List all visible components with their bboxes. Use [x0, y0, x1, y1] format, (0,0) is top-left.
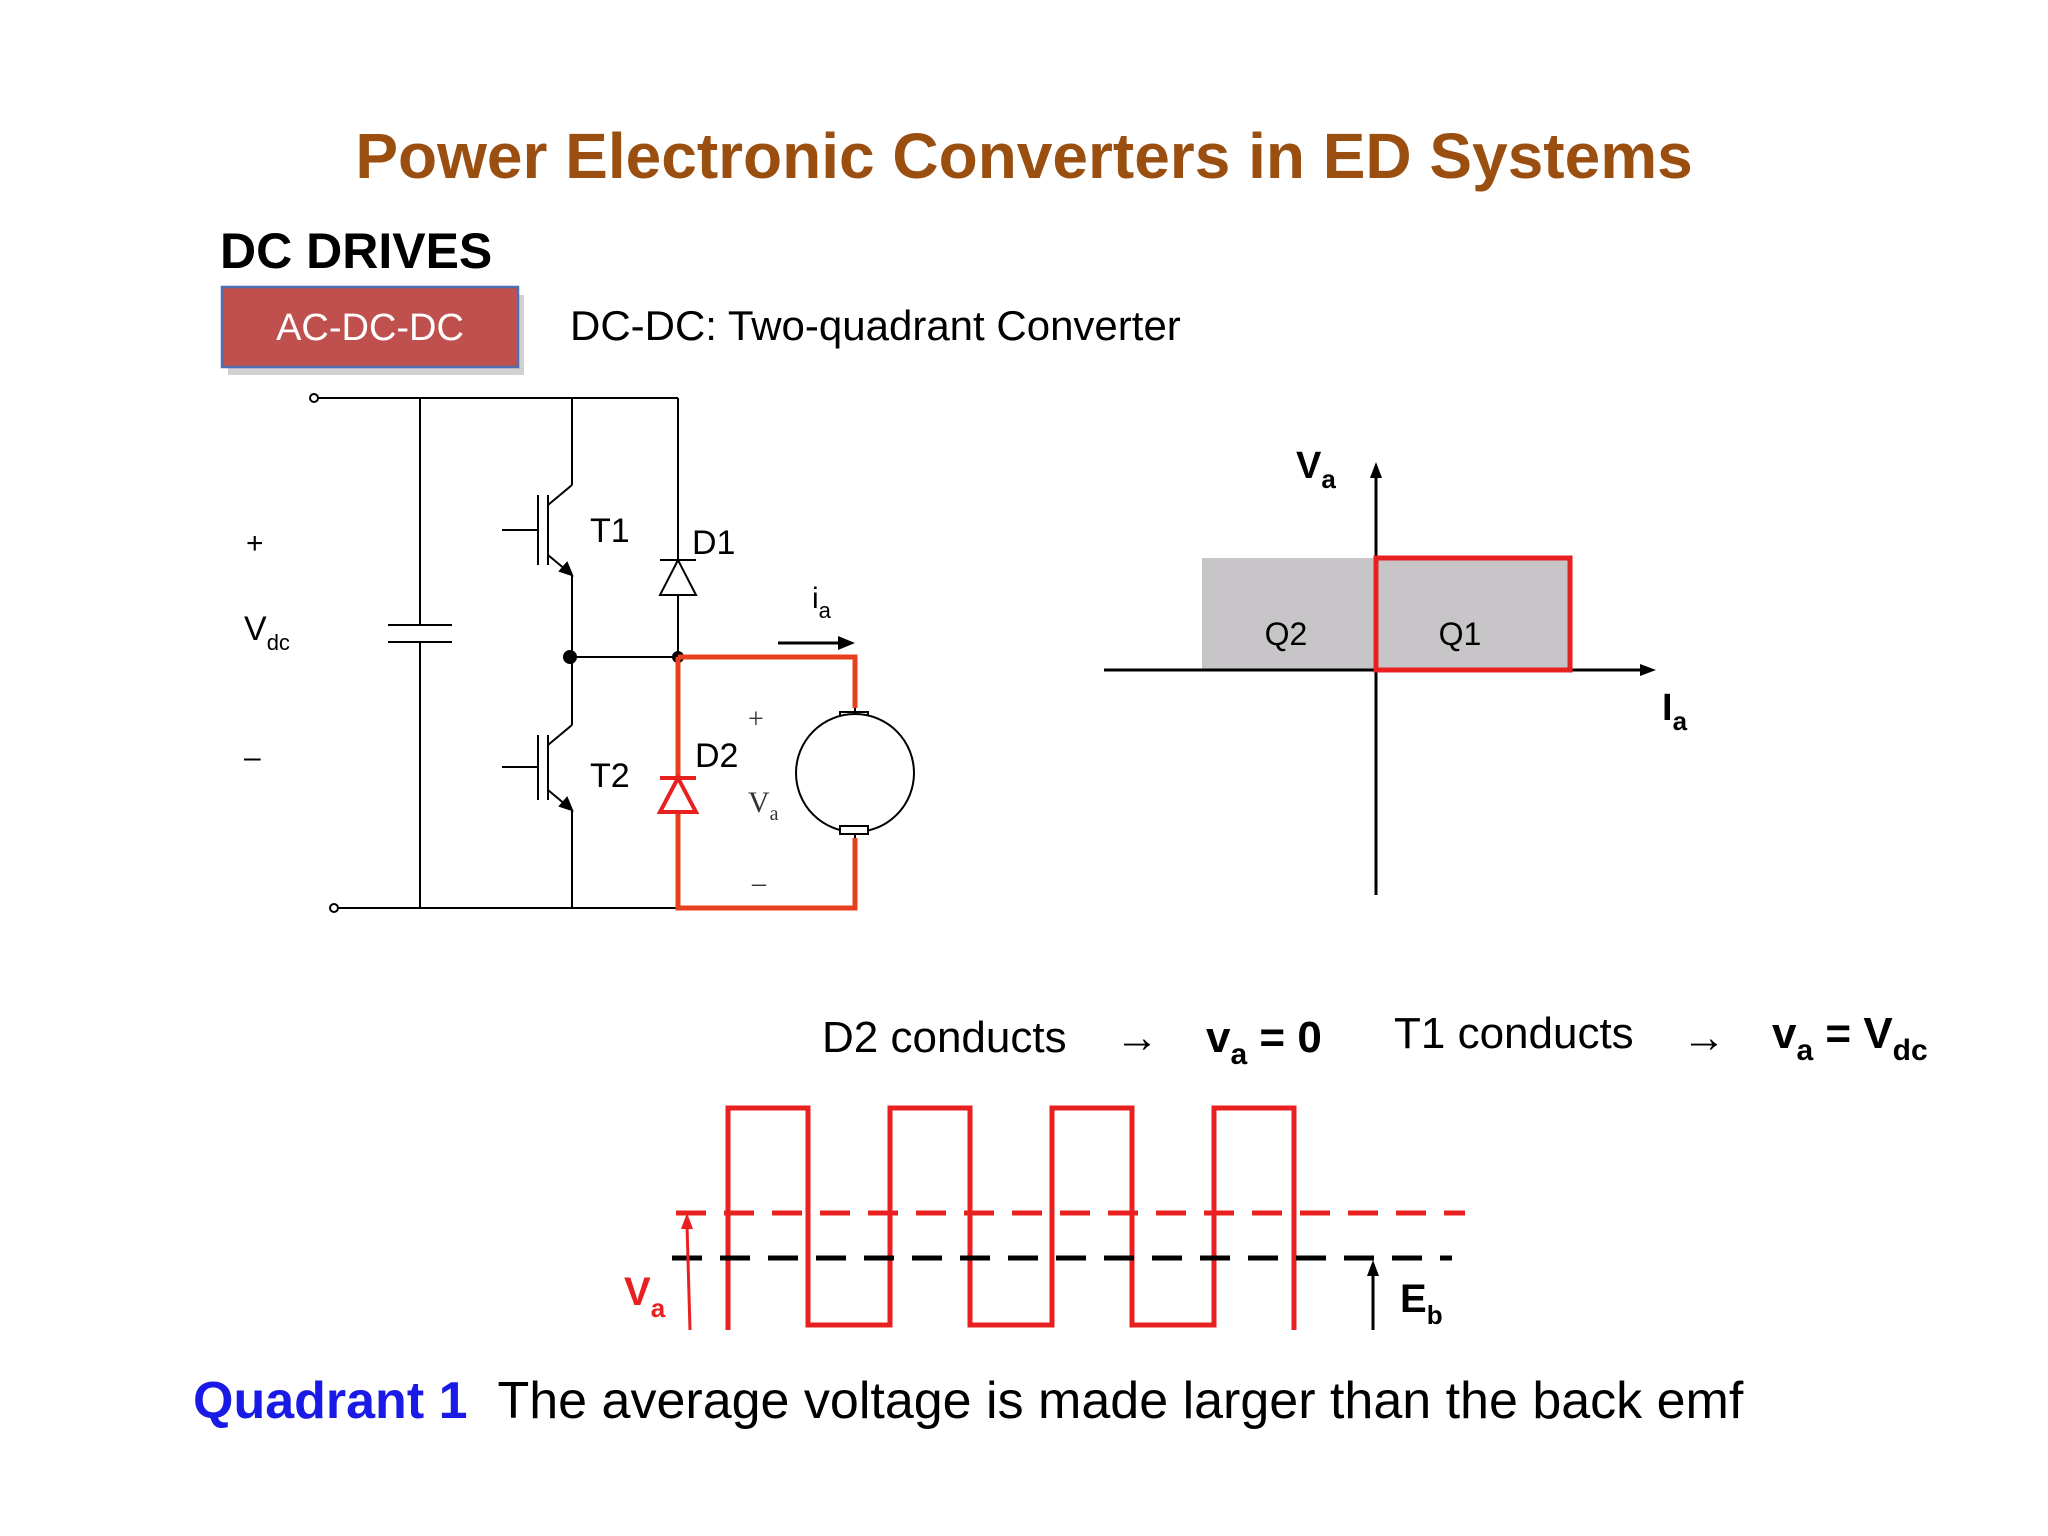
vdc-label: Vdc — [244, 610, 290, 655]
q1-region — [1376, 558, 1570, 670]
va-arrow — [681, 1213, 693, 1229]
q2-region — [1202, 558, 1376, 670]
va-wave-label: Va — [624, 1270, 666, 1323]
ac-dc-dc-badge: AC-DC-DC — [220, 285, 524, 375]
t1-label: T1 — [590, 512, 630, 550]
d1-label: D1 — [692, 524, 735, 562]
t1-conducts-text: T1 conducts — [1394, 1009, 1634, 1058]
ia-label: ia — [812, 582, 832, 623]
square-wave — [725, 1105, 1297, 1330]
slide-title: Power Electronic Converters in ED System… — [355, 120, 1692, 192]
d2-conducts-text: D2 conducts — [822, 1013, 1067, 1062]
t2-label: T2 — [590, 757, 630, 795]
quadrant-label: Quadrant 1 — [193, 1372, 468, 1430]
ia-axis-arrow — [1640, 664, 1656, 676]
d2-result: va = 0 — [1206, 1013, 1322, 1071]
current-arrow — [778, 636, 855, 650]
dc-motor — [795, 657, 915, 908]
d2-label: D2 — [695, 737, 738, 775]
t1-switch — [502, 398, 574, 657]
section-heading: DC DRIVES — [220, 223, 492, 279]
badge-label: AC-DC-DC — [276, 307, 464, 349]
va-plus-sign: + — [748, 704, 764, 735]
t1-result: va = Vdc — [1772, 1009, 1928, 1067]
q2-label: Q2 — [1265, 616, 1308, 652]
eb-arrow — [1367, 1260, 1379, 1276]
d2-diode — [656, 773, 700, 814]
quadrant-x-axis-label: Ia — [1662, 687, 1688, 736]
vdc-minus-sign: – — [244, 741, 261, 774]
quadrant-diagram — [1104, 462, 1656, 895]
negative-terminal — [329, 903, 339, 913]
q1-label: Q1 — [1439, 616, 1482, 652]
caption-line: Quadrant 1 The average voltage is made la… — [193, 1372, 1744, 1430]
eb-label: Eb — [1400, 1277, 1443, 1330]
va-waveform — [672, 1105, 1465, 1331]
converter-subtitle: DC-DC: Two-quadrant Converter — [570, 302, 1181, 349]
va-axis-arrow — [1370, 462, 1382, 478]
converter-circuit — [309, 393, 915, 913]
va-circuit-label: Va — [748, 786, 779, 825]
positive-terminal — [309, 393, 319, 403]
t2-switch — [502, 657, 574, 908]
va-minus-sign: – — [751, 868, 767, 899]
q1-highlight — [1373, 555, 1573, 673]
vdc-plus-sign: + — [246, 527, 264, 560]
quadrant-y-axis-label: Va — [1296, 445, 1336, 494]
caption-text: The average voltage is made larger than … — [498, 1372, 1744, 1430]
d1-diode — [658, 398, 698, 657]
d2-arrow: → — [1115, 1013, 1159, 1062]
dc-link-capacitor — [388, 398, 452, 908]
t1-arrow: → — [1682, 1013, 1726, 1062]
